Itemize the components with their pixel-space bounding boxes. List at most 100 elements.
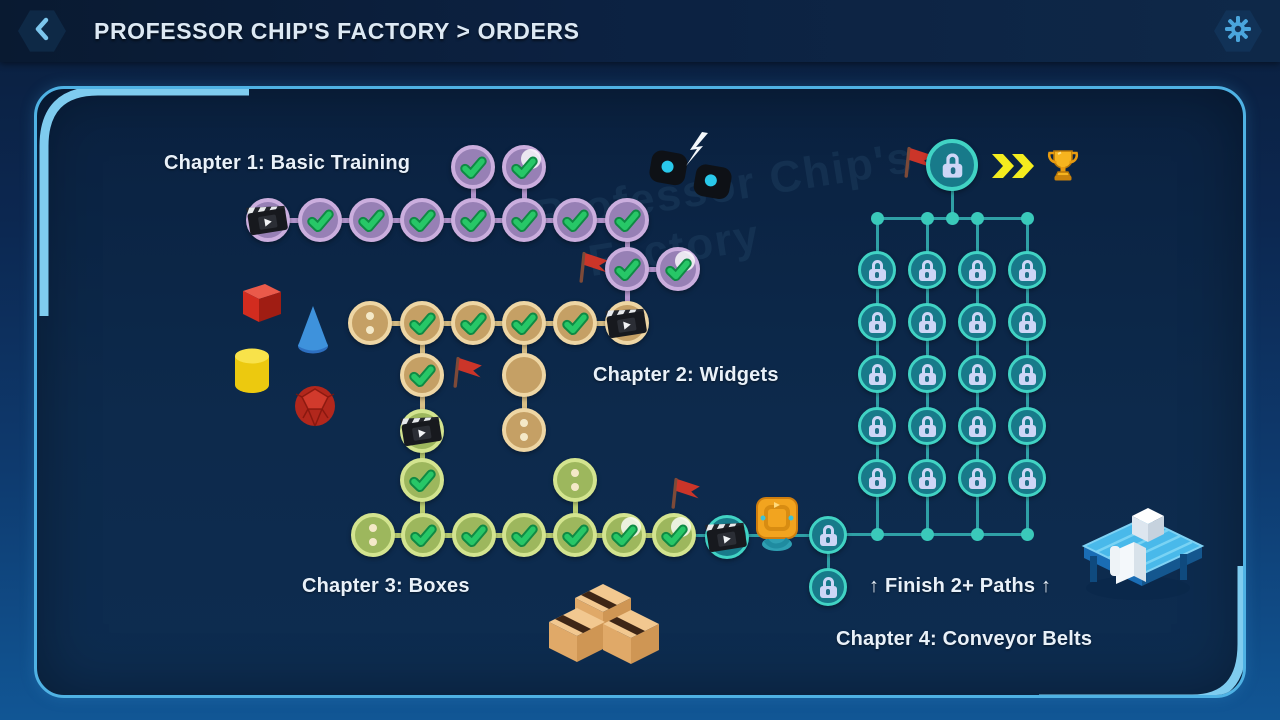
level-node-locked[interactable] — [958, 407, 996, 445]
level-node-locked[interactable] — [958, 303, 996, 341]
level-node[interactable] — [502, 353, 546, 397]
level-node-locked[interactable] — [1008, 459, 1046, 497]
level-node-completed[interactable] — [553, 198, 597, 242]
blue-cone-shape — [291, 303, 335, 360]
level-node-locked[interactable] — [858, 407, 896, 445]
path-edge — [268, 217, 627, 223]
path-junction — [1020, 527, 1034, 541]
level-node-locked[interactable] — [908, 303, 946, 341]
path-edge — [674, 533, 828, 537]
level-node-locked[interactable] — [809, 568, 847, 606]
level-node-completed[interactable] — [502, 198, 546, 242]
robot-player-marker — [754, 494, 800, 557]
level-node-completed[interactable] — [400, 301, 444, 345]
path-edge — [624, 269, 630, 323]
level-node-available[interactable] — [502, 408, 546, 452]
red-sphere-shape — [292, 383, 338, 434]
path-junction — [945, 211, 959, 225]
flag-icon — [448, 352, 484, 394]
page-title: PROFESSOR CHIP'S FACTORY > ORDERS — [94, 17, 580, 44]
level-node-video[interactable] — [605, 301, 649, 345]
path-edge — [627, 266, 678, 272]
path-edge — [470, 167, 476, 220]
level-node-completed[interactable] — [502, 301, 546, 345]
level-node-locked[interactable] — [858, 459, 896, 497]
path-edge — [370, 320, 627, 326]
level-node-locked[interactable] — [958, 355, 996, 393]
yellow-cylinder-shape — [231, 347, 273, 402]
path-junction — [870, 527, 884, 541]
flag-icon — [899, 142, 935, 184]
level-node-locked[interactable] — [908, 459, 946, 497]
level-node-completed[interactable] — [400, 458, 444, 502]
level-node-locked[interactable] — [958, 251, 996, 289]
level-node-available[interactable] — [553, 458, 597, 502]
level-node-completed[interactable] — [553, 301, 597, 345]
level-node-video[interactable] — [400, 409, 444, 453]
double-chevron-icon — [990, 152, 1036, 185]
level-node-completed[interactable] — [451, 145, 495, 189]
level-node-locked[interactable] — [908, 251, 946, 289]
level-node-video[interactable] — [246, 198, 290, 242]
chapter-1-label: Chapter 1: Basic Training — [164, 152, 411, 174]
level-node-locked[interactable] — [908, 407, 946, 445]
path-junction — [970, 211, 984, 225]
path-junction — [1020, 211, 1034, 225]
top-bar: PROFESSOR CHIP'S FACTORY > ORDERS — [0, 0, 1280, 62]
red-cube-shape — [236, 276, 286, 331]
flag-icon — [666, 473, 702, 515]
level-node-locked[interactable] — [908, 355, 946, 393]
level-node-locked[interactable] — [858, 251, 896, 289]
path-edge — [572, 480, 578, 535]
chevron-left-icon — [33, 17, 51, 46]
level-node-locked[interactable] — [809, 516, 847, 554]
level-node-completed[interactable] — [400, 353, 444, 397]
level-node-available[interactable] — [348, 301, 392, 345]
level-node-completed[interactable] — [451, 198, 495, 242]
path-junction — [970, 527, 984, 541]
level-node-completed[interactable] — [605, 247, 649, 291]
finish-hint-label: ↑ Finish 2+ Paths ↑ — [869, 575, 1052, 597]
level-node-completed[interactable] — [400, 198, 444, 242]
cardboard-boxes-illustration — [547, 584, 663, 669]
level-node-completed[interactable] — [401, 513, 445, 557]
path-edge — [826, 535, 830, 587]
level-node-completed[interactable] — [656, 247, 700, 291]
level-node-completed[interactable] — [602, 513, 646, 557]
settings-button[interactable] — [1214, 10, 1262, 52]
path-edge — [624, 220, 630, 269]
path-junction — [920, 211, 934, 225]
level-node-locked[interactable] — [958, 459, 996, 497]
level-node-available[interactable] — [351, 513, 395, 557]
robot-eyes-icon — [640, 132, 744, 209]
level-node-completed[interactable] — [502, 145, 546, 189]
gear-icon — [1224, 15, 1252, 48]
level-node-completed[interactable] — [605, 198, 649, 242]
level-node-completed[interactable] — [502, 513, 546, 557]
level-node-completed[interactable] — [553, 513, 597, 557]
level-node-locked[interactable] — [926, 139, 978, 191]
path-junction — [870, 211, 884, 225]
chapter-2-label: Chapter 2: Widgets — [593, 364, 779, 386]
chapter-4-label: Chapter 4: Conveyor Belts — [836, 628, 1093, 650]
back-button[interactable] — [18, 10, 66, 52]
level-node-locked[interactable] — [858, 355, 896, 393]
level-node-locked[interactable] — [1008, 303, 1046, 341]
level-node-locked[interactable] — [1008, 407, 1046, 445]
level-node-locked[interactable] — [1008, 251, 1046, 289]
level-node-completed[interactable] — [452, 513, 496, 557]
trophy-icon — [1046, 148, 1080, 189]
level-node-completed[interactable] — [451, 301, 495, 345]
chapter-3-label: Chapter 3: Boxes — [302, 575, 470, 597]
path-edge — [521, 167, 527, 220]
conveyor-belt-illustration — [1076, 502, 1208, 611]
level-node-completed[interactable] — [298, 198, 342, 242]
level-node-completed[interactable] — [652, 513, 696, 557]
level-node-completed[interactable] — [349, 198, 393, 242]
level-node-locked[interactable] — [858, 303, 896, 341]
path-edge — [950, 165, 954, 218]
level-node-locked[interactable] — [1008, 355, 1046, 393]
level-node-video[interactable] — [705, 515, 749, 559]
path-junction — [920, 527, 934, 541]
